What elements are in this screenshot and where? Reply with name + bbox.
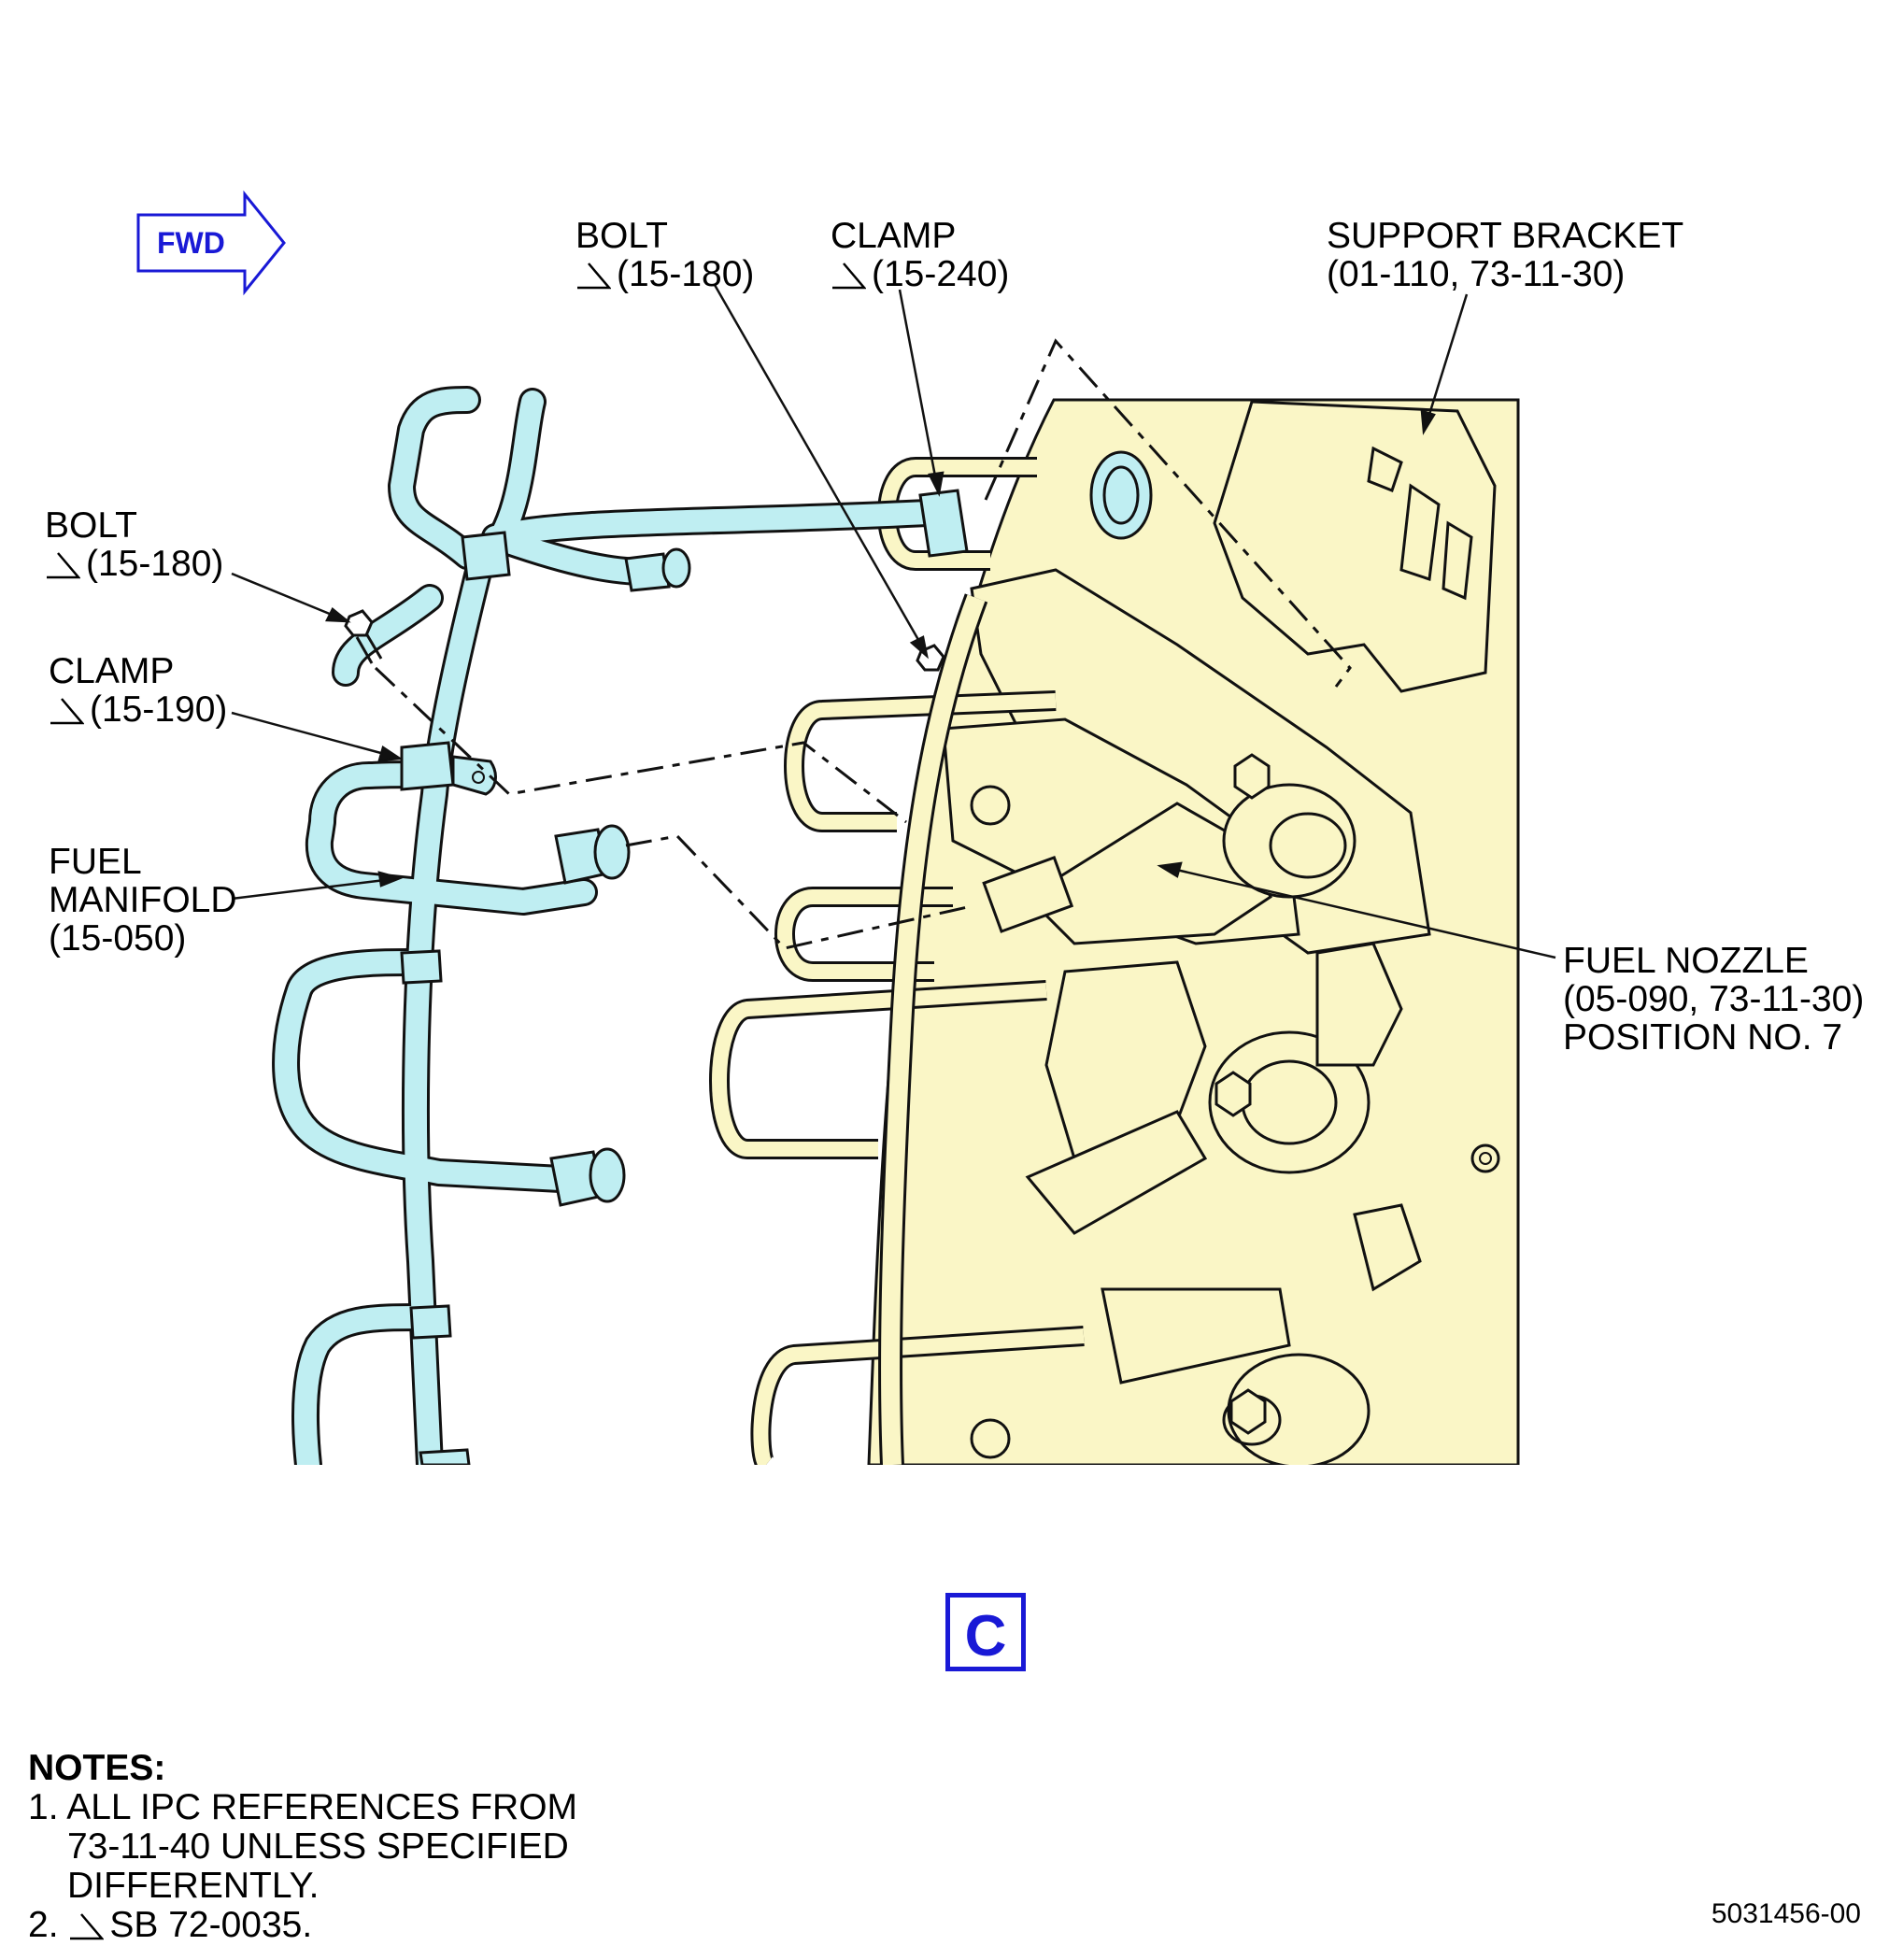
sb-triangle-icon [47, 552, 80, 579]
callout-support-bracket: SUPPORT BRACKET (01-110, 73-11-30) [1327, 216, 1684, 294]
sb-triangle-icon [577, 263, 611, 290]
notes-block: NOTES: 1. ALL IPC REFERENCES FROM 73-11-… [28, 1749, 577, 1945]
callout-clamp-left: CLAMP (15-190) [49, 651, 228, 730]
fwd-arrow-icon [136, 190, 286, 296]
note-item-1: 1. ALL IPC REFERENCES FROM 73-11-40 UNLE… [28, 1787, 578, 1906]
fwd-label: FWD [157, 226, 225, 260]
sb-triangle-icon [50, 698, 84, 725]
bolt-icon [344, 609, 945, 672]
document-number: 5031456-00 [1711, 1898, 1861, 1929]
callout-bolt-top: BOLT (15-180) [575, 216, 755, 294]
note-item-2: 2. SB 72-0035. [28, 1905, 313, 1945]
view-c-marker: C [945, 1593, 1026, 1671]
sb-triangle-icon [832, 263, 866, 290]
callout-clamp-top: CLAMP (15-240) [831, 216, 1010, 294]
callout-bolt-left: BOLT (15-180) [45, 505, 224, 584]
notes-heading: NOTES: [28, 1748, 166, 1788]
sb-triangle-icon [70, 1913, 105, 1940]
callout-fuel-manifold: FUEL MANIFOLD (15-050) [49, 842, 237, 959]
fuel-manifold-tube [272, 386, 1153, 1465]
installation-path-lines [374, 338, 1352, 950]
engine-case [709, 398, 1520, 1465]
leader-lines [231, 284, 1556, 959]
callout-fuel-nozzle: FUEL NOZZLE (05-090, 73-11-30) POSITION … [1563, 941, 1865, 1058]
